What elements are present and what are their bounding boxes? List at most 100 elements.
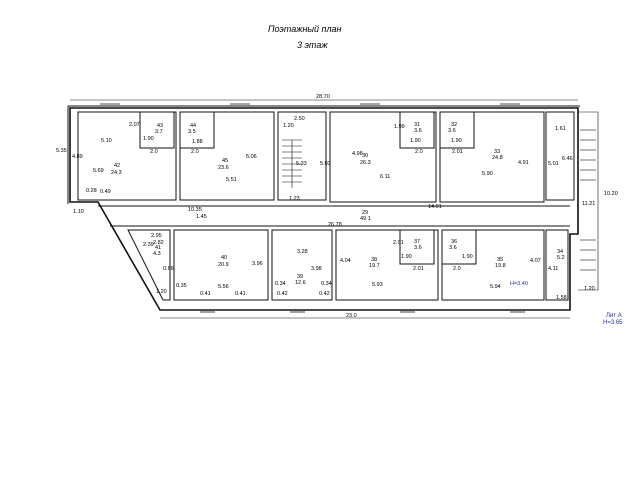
room-31-number: 31 <box>414 122 420 128</box>
room-41-area: 4.3 <box>153 251 161 257</box>
dim-201b: 2.01 <box>393 240 404 246</box>
room-29-area: 49.1 <box>360 216 371 222</box>
dim-158: 1.58 <box>556 295 567 301</box>
dim-188: 1.88 <box>192 139 203 145</box>
dim-200d: 2.0 <box>453 266 461 272</box>
dim-593: 5.93 <box>372 282 383 288</box>
dim-510: 5.10 <box>101 138 112 144</box>
dim-190f: 1.90 <box>462 254 473 260</box>
dim-200a: 2.0 <box>150 149 158 155</box>
dim-404: 4.04 <box>340 258 351 264</box>
room-35-number: 35 <box>497 257 503 263</box>
dim-282: 2.82 <box>153 240 164 246</box>
room-36-number: 36 <box>451 239 457 245</box>
dim-049: 0.49 <box>100 189 111 195</box>
dim-overall-bottom: 23.0 <box>346 313 357 319</box>
height-mark: Н=3.40 <box>510 281 528 287</box>
room-43-area: 3.7 <box>155 129 163 135</box>
room-39-number: 39 <box>297 274 303 280</box>
room-40-outline <box>173 229 269 301</box>
dim-190a: 1.90 <box>143 136 154 142</box>
dim-145: 1.45 <box>196 214 207 220</box>
dim-041b: 0.41 <box>235 291 246 297</box>
room-33-number: 33 <box>494 149 500 155</box>
dim-034a: 0.34 <box>275 281 286 287</box>
room-34-number: 34 <box>557 249 563 255</box>
floor-label: 3 этаж <box>297 40 328 50</box>
dim-190b: 1.90 <box>410 138 421 144</box>
dim-028: 0.28 <box>86 188 97 194</box>
room-31-outline <box>399 111 435 149</box>
room-41-outline <box>127 229 171 301</box>
room-43-outline <box>139 111 175 149</box>
dim-035: 0.35 <box>176 283 187 289</box>
dim-123: 1.23 <box>289 196 300 202</box>
plan-title: Поэтажный план <box>268 24 342 34</box>
room-39-outline <box>271 229 333 301</box>
dim-190c: 1.90 <box>451 138 462 144</box>
room-42-outline <box>77 111 177 201</box>
room-upper-right <box>545 111 575 201</box>
dim-190e: 1.90 <box>401 254 412 260</box>
dim-328: 3.28 <box>297 249 308 255</box>
room-35-outline <box>441 229 545 301</box>
room-45-area: 23.6 <box>218 165 229 171</box>
dim-207: 2.07 <box>129 122 140 128</box>
dim-199: 1.99 <box>394 124 405 130</box>
stairs-left <box>282 139 302 188</box>
stairs-right <box>578 111 599 291</box>
dim-066: 0.66 <box>163 266 174 272</box>
stair-well-left <box>277 111 327 201</box>
dim-2678: 26.78 <box>328 222 342 228</box>
dim-250: 2.50 <box>294 116 305 122</box>
dim-506: 5.06 <box>246 154 257 160</box>
room-43-number: 43 <box>157 123 163 129</box>
dim-1020: 10.20 <box>604 191 618 197</box>
dim-295: 2.95 <box>151 233 162 239</box>
dim-535: 5.35 <box>56 148 67 154</box>
dim-1121: 11.21 <box>582 201 595 207</box>
dim-201a: 2.01 <box>452 149 463 155</box>
room-34-outline <box>545 229 569 301</box>
dim-556: 5.56 <box>218 284 229 290</box>
dim-398: 3.98 <box>311 266 322 272</box>
dim-646: 6.46 <box>562 156 573 162</box>
dim-396: 3.96 <box>252 261 263 267</box>
room-42-number: 42 <box>114 163 120 169</box>
dim-503: 5.03 <box>320 161 331 167</box>
room-35-area: 19.8 <box>495 263 506 269</box>
lit-label: Лит А <box>606 313 622 319</box>
dim-120c: 1.20 <box>584 286 595 292</box>
outer-wall <box>69 107 579 311</box>
dim-042b: 0.42 <box>319 291 330 297</box>
room-38-outline <box>335 229 439 301</box>
dim-042a: 0.42 <box>277 291 288 297</box>
room-44-number: 44 <box>190 123 196 129</box>
room-37-area: 3.6 <box>414 245 422 251</box>
dim-239: 2.39 <box>143 242 154 248</box>
room-32-area: 3.6 <box>448 128 456 134</box>
room-40-area: 20.9 <box>218 262 229 268</box>
height-label: Н=3.65 <box>603 320 623 326</box>
dim-594: 5.94 <box>490 284 501 290</box>
room-31-area: 3.6 <box>414 128 422 134</box>
dim-590: 5.90 <box>482 171 493 177</box>
dim-200c: 2.0 <box>415 149 423 155</box>
dim-200b: 2.0 <box>191 149 199 155</box>
room-37-outline <box>399 229 435 265</box>
room-34-area: 5.2 <box>557 255 565 261</box>
room-29-number: 29 <box>362 210 368 216</box>
dim-201c: 2.01 <box>413 266 424 272</box>
room-40-number: 40 <box>221 255 227 261</box>
dim-569: 5.69 <box>93 168 104 174</box>
room-32-outline <box>439 111 475 149</box>
room-37-number: 37 <box>414 239 420 245</box>
dim-501: 5.01 <box>548 161 559 167</box>
dim-120a: 1.20 <box>283 123 294 129</box>
dim-120b: 1.20 <box>156 289 167 295</box>
room-33-outline <box>439 111 545 203</box>
dim-551: 5.51 <box>226 177 237 183</box>
dim-161: 1.61 <box>555 126 566 132</box>
room-38-area: 19.7 <box>369 263 380 269</box>
